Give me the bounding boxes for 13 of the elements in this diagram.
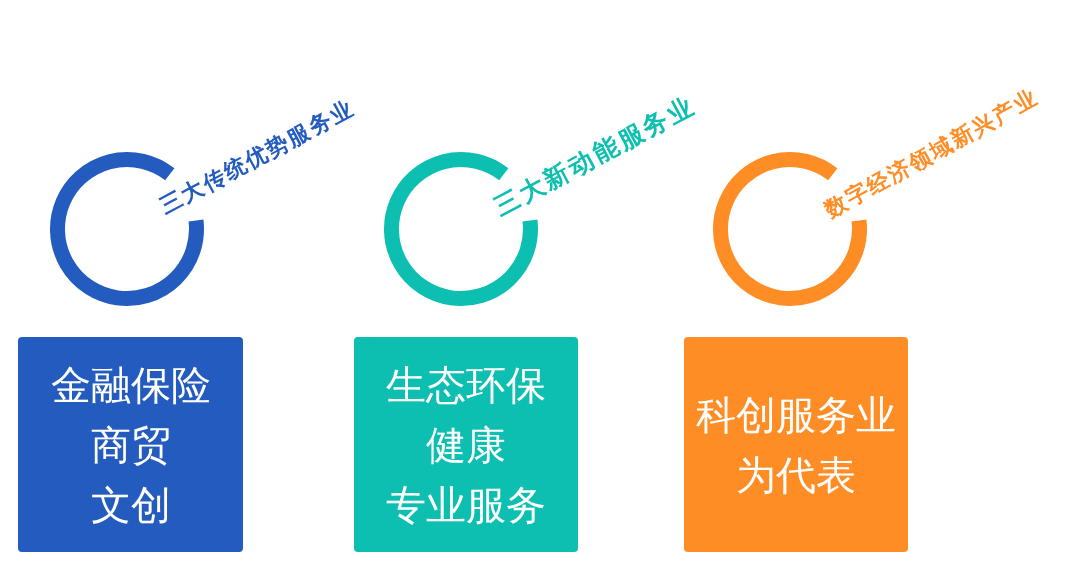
category-heading: 数字经济领域新兴产业 — [822, 86, 1043, 222]
industry-card — [18, 337, 243, 552]
card-text: 生态环保 — [386, 360, 546, 410]
card-text: 科创服务业为代表 — [695, 390, 897, 500]
category-heading: 三大新动能服务业 — [490, 92, 700, 220]
card-text: 文创 — [90, 480, 171, 530]
card-text: 商贸 — [90, 420, 171, 470]
category-heading: 三大传统优势服务业 — [157, 97, 359, 218]
card-text: 专业服务 — [386, 480, 546, 530]
card-text: 健康 — [426, 420, 506, 470]
industry-card — [354, 337, 578, 552]
industry-card — [684, 337, 908, 552]
card-text: 金融保险 — [50, 360, 211, 410]
